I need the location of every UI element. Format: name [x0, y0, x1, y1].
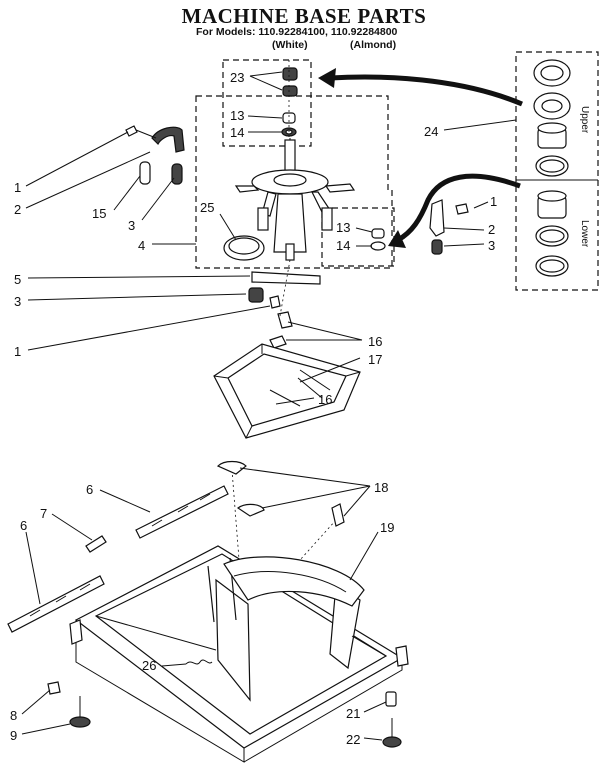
callout-3-left: 3: [128, 218, 135, 233]
callout-14-lower: 14: [336, 238, 350, 253]
lower-label: Lower: [579, 220, 590, 248]
callout-18: 18: [374, 480, 388, 495]
leveling-bolt-8: [47, 681, 61, 695]
callout-3-mid: 3: [14, 294, 21, 309]
lower-arrow: [396, 173, 521, 243]
variant-white-label: (White): [272, 39, 308, 51]
callout-9: 9: [10, 728, 17, 743]
callout-1-mid: 1: [14, 344, 21, 359]
spring-clip-26: [185, 659, 213, 665]
callout-22: 22: [346, 732, 360, 747]
callout-2-right: 2: [488, 222, 495, 237]
machine-base-19: [69, 545, 409, 763]
foot-pad-21: [385, 691, 397, 707]
clip-16-mid: [269, 335, 287, 349]
upper-label: Upper: [579, 106, 590, 134]
callout-23: 23: [230, 70, 244, 85]
page-title: MACHINE BASE PARTS: [181, 4, 427, 28]
callout-15: 15: [92, 206, 106, 221]
callout-2-left: 2: [14, 202, 21, 217]
bracket-18-right: [331, 503, 345, 527]
variant-almond-label: (Almond): [350, 39, 397, 51]
callout-26: 26: [142, 658, 156, 673]
callout-21: 21: [346, 706, 360, 721]
callout-19: 19: [380, 520, 394, 535]
callout-17: 17: [368, 352, 382, 367]
brace-5: [251, 271, 321, 285]
upper-bearing-parts: [281, 67, 298, 137]
leader-lines: [21, 71, 517, 741]
rail-6-top: [135, 485, 229, 539]
frame-plate-17: [213, 343, 361, 439]
callout-6-left: 6: [20, 518, 27, 533]
callout-24: 24: [424, 124, 438, 139]
upper-arrow: [329, 74, 523, 107]
bracket-18-top: [216, 460, 247, 475]
lower-bearing-13: [371, 228, 385, 239]
lower-bearing-14: [370, 241, 386, 251]
callout-3-right: 3: [488, 238, 495, 253]
callout-16-low: 16: [318, 392, 332, 407]
lower-bearing-rings: [535, 190, 569, 277]
spring-3: [248, 287, 264, 303]
gearcase-box: [195, 95, 393, 269]
bearing-inset-panel: [515, 51, 599, 291]
leveling-foot-22: [382, 736, 402, 748]
pin-7: [85, 535, 107, 553]
bracket-18-mid: [236, 503, 265, 517]
callout-16-top: 16: [368, 334, 382, 349]
clip-16-top: [277, 311, 293, 329]
upper-bearing-rings: [533, 59, 571, 177]
model-numbers: For Models: 110.92284100, 110.92284800: [196, 26, 398, 38]
callout-14-upper: 14: [230, 125, 244, 140]
gearcase-assembly: [234, 138, 356, 261]
left-clamp-parts: [125, 125, 185, 185]
leveling-foot-9: [69, 716, 91, 728]
callout-1-left: 1: [14, 180, 21, 195]
callout-13-lower: 13: [336, 220, 350, 235]
callout-8: 8: [10, 708, 17, 723]
callout-25: 25: [200, 200, 214, 215]
callout-7: 7: [40, 506, 47, 521]
callout-13-upper: 13: [230, 108, 244, 123]
bolt-1: [269, 295, 281, 309]
right-clamp-parts: [429, 199, 469, 255]
callout-5: 5: [14, 272, 21, 287]
callout-4: 4: [138, 238, 145, 253]
callout-6-top: 6: [86, 482, 93, 497]
callout-1-right: 1: [490, 194, 497, 209]
bearing-kit-box: [222, 59, 312, 147]
